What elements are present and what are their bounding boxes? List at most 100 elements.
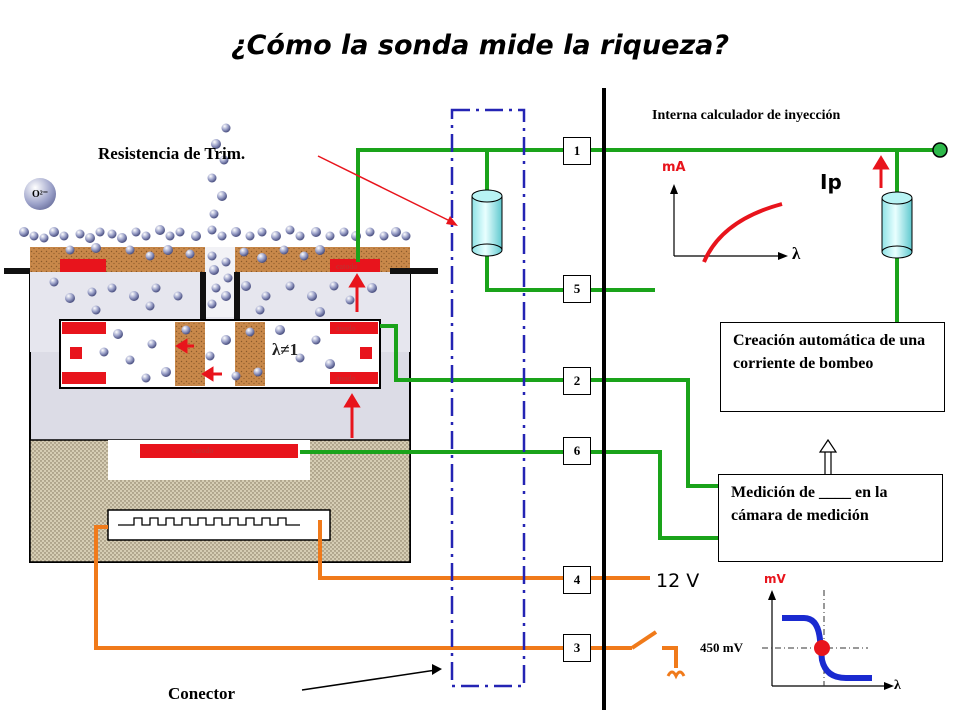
oxygen-molecule	[49, 227, 59, 237]
pin-5: 5	[563, 275, 591, 303]
oxygen-molecule	[241, 281, 251, 291]
oxygen-molecule	[163, 245, 173, 255]
oxygen-molecule	[223, 273, 233, 283]
pin-1: 1	[563, 137, 591, 165]
oxygen-molecule	[271, 231, 281, 241]
oxygen-molecule	[209, 265, 219, 275]
oxygen-molecule	[65, 293, 75, 303]
oxygen-molecule	[315, 245, 325, 255]
connector-outline	[450, 108, 526, 688]
connector-label: Conector	[168, 684, 236, 703]
oxygen-molecule	[245, 231, 255, 241]
oxygen-molecule	[207, 299, 217, 309]
pin-6: 6	[563, 437, 591, 465]
oxygen-molecule	[107, 283, 117, 293]
oxygen-molecule	[211, 283, 221, 293]
ip-arrow	[872, 155, 890, 188]
oxygen-molecule	[261, 291, 271, 301]
ion-flow-arrows	[175, 273, 366, 438]
oxygen-molecule	[59, 231, 69, 241]
ion-label: O²⁻	[31, 188, 49, 200]
oxygen-molecule	[299, 251, 309, 261]
oxygen-molecule	[207, 225, 217, 235]
oxygen-molecule	[329, 281, 339, 291]
oxygen-molecule	[155, 225, 165, 235]
oxygen-molecule	[379, 231, 389, 241]
orange-wires	[94, 520, 686, 680]
oxygen-molecule	[345, 295, 355, 305]
oxygen-molecule	[91, 243, 101, 253]
oxygen-molecule	[325, 359, 335, 369]
oxygen-molecule	[125, 245, 135, 255]
oxygen-molecule	[107, 229, 117, 239]
oxygen-molecule	[165, 231, 175, 241]
oxygen-molecule	[113, 329, 123, 339]
oxygen-molecule	[365, 227, 375, 237]
oxygen-molecule	[239, 247, 249, 257]
oxygen-molecule	[173, 291, 183, 301]
oxygen-molecule	[181, 325, 191, 335]
oxygen-molecule	[125, 355, 135, 365]
oxygen-molecule	[191, 231, 201, 241]
terminal-dot	[932, 142, 948, 158]
oxygen-molecule	[311, 335, 321, 345]
green-wires	[300, 148, 940, 540]
pin-2: 2	[563, 367, 591, 395]
oxygen-molecule	[205, 351, 215, 361]
oxygen-molecule	[161, 367, 171, 377]
oxygen-molecule	[151, 283, 161, 293]
oxygen-molecule	[245, 327, 255, 337]
oxygen-molecule	[231, 371, 241, 381]
oxygen-molecule	[217, 231, 227, 241]
mv-450-label: 450 mV	[700, 640, 743, 655]
oxygen-molecule	[367, 283, 377, 293]
oxygen-molecule	[279, 245, 289, 255]
oxygen-molecule	[221, 257, 231, 267]
oxygen-molecule	[39, 233, 49, 243]
oxygen-molecules	[19, 123, 411, 383]
oxygen-molecule	[147, 339, 157, 349]
oxygen-molecule	[99, 347, 109, 357]
cathode-bottom-label: catodo	[192, 446, 214, 455]
oxygen-molecule	[129, 291, 139, 301]
oxygen-molecule	[65, 245, 75, 255]
oxygen-molecule	[295, 231, 305, 241]
oxygen-molecule	[257, 227, 267, 237]
oxygen-molecule	[257, 253, 267, 263]
oxygen-molecule	[315, 307, 325, 317]
oxygen-molecule	[91, 305, 101, 315]
oxygen-molecule	[255, 305, 265, 315]
boxes-arrow	[818, 438, 838, 474]
oxygen-molecule	[325, 231, 335, 241]
oxygen-molecule	[175, 227, 185, 237]
mv-lambda-label: λ	[894, 678, 901, 693]
oxygen-molecule	[49, 277, 59, 287]
ip-label: Ip	[820, 170, 842, 194]
oxygen-molecule	[219, 155, 229, 165]
oxygen-molecule	[95, 227, 105, 237]
oxygen-molecule	[145, 251, 155, 261]
ma-lambda-label: λ	[792, 244, 801, 263]
oxygen-molecule	[307, 291, 317, 301]
oxygen-molecule	[275, 325, 285, 335]
oxygen-molecule	[19, 227, 29, 237]
oxygen-molecule	[141, 231, 151, 241]
oxygen-molecule	[221, 123, 231, 133]
callout-arrows	[301, 155, 458, 691]
oxygen-molecule	[285, 225, 295, 235]
oxygen-molecule	[253, 367, 263, 377]
mv-axis-label: mV	[764, 572, 786, 586]
oxygen-molecule	[211, 139, 221, 149]
lambda-ne1-label: λ≠1	[272, 340, 299, 359]
pin-3: 3	[563, 634, 591, 662]
oxygen-molecule	[117, 233, 127, 243]
oxygen-molecule	[217, 191, 227, 201]
anode-bottom-label: anodo	[336, 374, 356, 383]
oxygen-molecule	[285, 281, 295, 291]
oxygen-molecule	[141, 373, 151, 383]
ecu-label: Interna calculador de inyección	[652, 108, 841, 123]
cathode-top-label: catodo	[336, 262, 358, 271]
oxygen-molecule	[221, 291, 231, 301]
page-title: ¿Cómo la sonda mide la riqueza?	[230, 30, 730, 61]
